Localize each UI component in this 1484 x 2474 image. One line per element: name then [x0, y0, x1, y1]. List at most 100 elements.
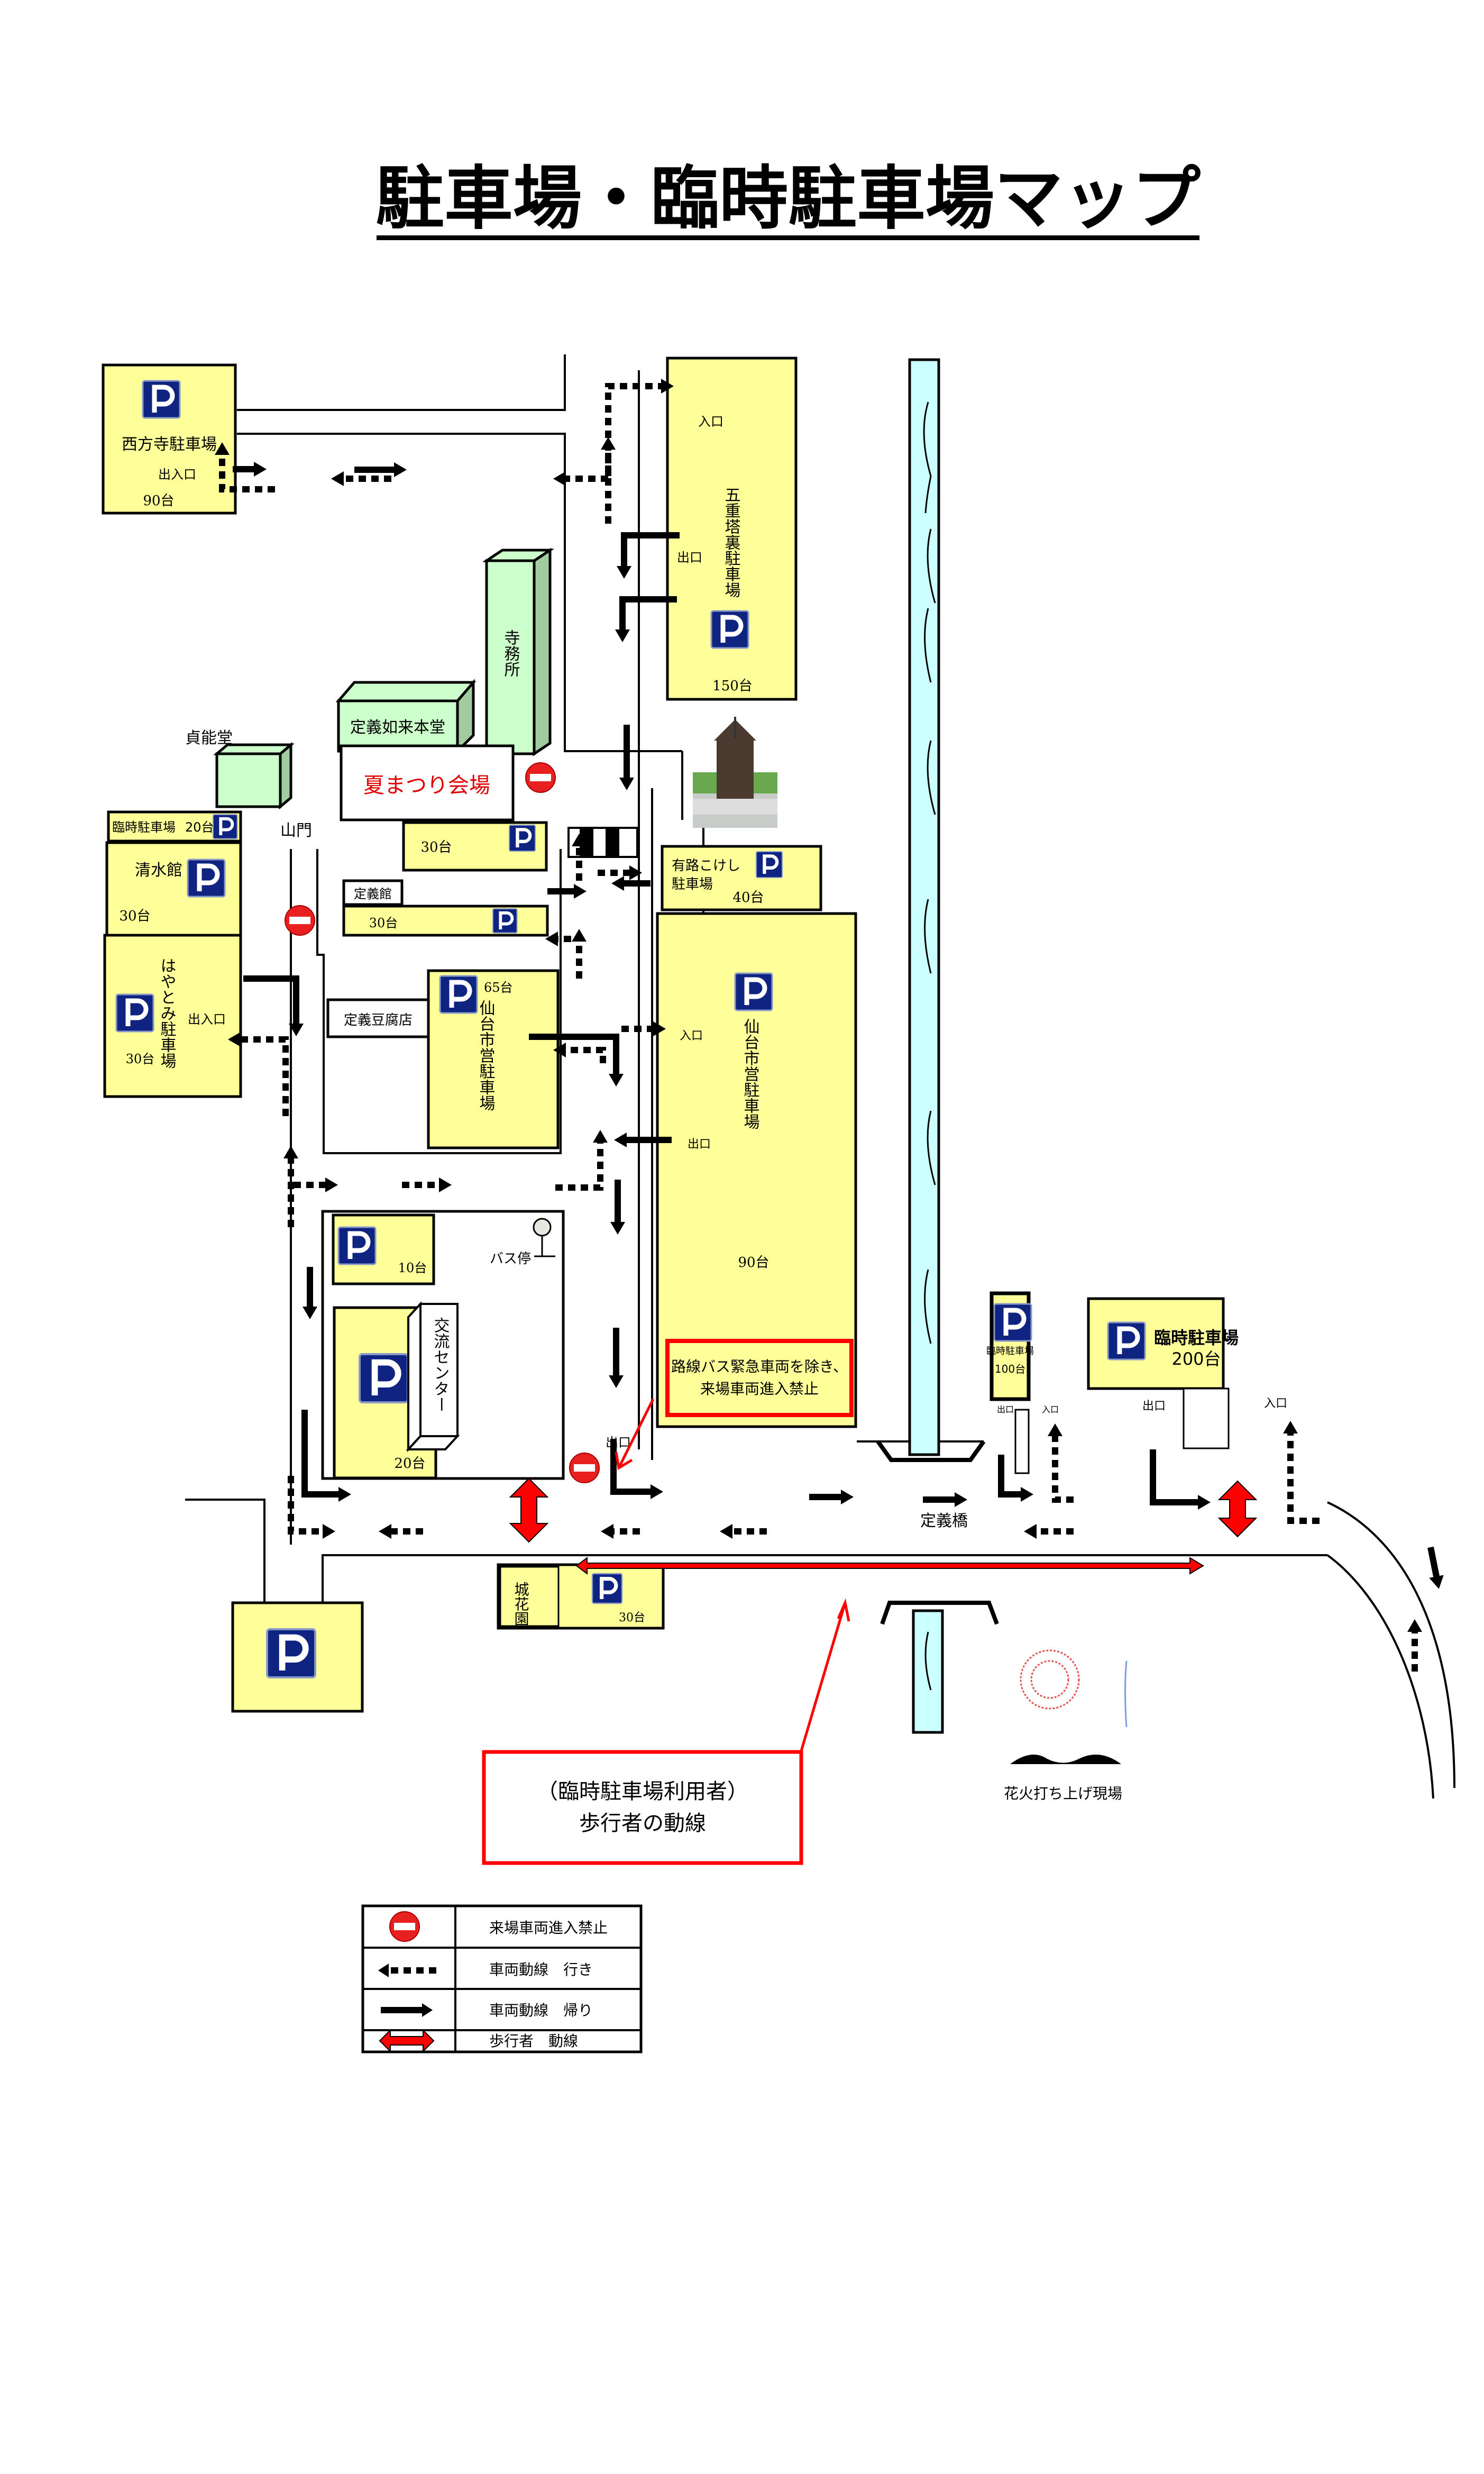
legend: 来場車両進入禁止 車両動線 行き 車両動線 帰り 歩行者 動線 — [361, 1904, 643, 2053]
exit-label: 出口 — [688, 1138, 711, 1151]
svg-text:定義如来本堂: 定義如来本堂 — [350, 718, 445, 737]
capacity-label: 20台 — [394, 1456, 425, 1472]
arrowhead — [331, 471, 344, 486]
arrowhead — [254, 462, 267, 477]
arrowhead — [545, 932, 558, 946]
arrowhead — [1021, 1487, 1033, 1502]
svg-text:寺務所: 寺務所 — [501, 629, 520, 677]
parking-sign-icon — [994, 1304, 1031, 1341]
entrance-label: 入口 — [698, 414, 723, 429]
lot-temp-200[interactable]: 臨時駐車場 200台 出口 入口 — [1087, 1297, 1287, 1449]
svg-text:定義豆腐店: 定義豆腐店 — [344, 1012, 413, 1028]
lot-shimizukan[interactable]: 清水館 30台 — [105, 841, 242, 939]
svg-text:花火打ち上げ現場: 花火打ち上げ現場 — [1004, 1785, 1122, 1802]
lot-name: 臨時駐車場 — [1154, 1328, 1239, 1348]
lot-name: 仙台市営駐車場 — [477, 1000, 496, 1111]
arrowhead — [553, 1043, 566, 1057]
svg-text:定義館: 定義館 — [354, 887, 392, 901]
capacity-label: 90台 — [143, 493, 174, 509]
exit-label: 出口 — [606, 1435, 631, 1450]
svg-text:車両動線 行き: 車両動線 行き — [489, 1961, 593, 1978]
arrowhead — [617, 566, 631, 579]
exit-label: 出口 — [997, 1404, 1014, 1414]
arrowhead — [615, 629, 630, 642]
no-entry-icon — [569, 1453, 600, 1483]
exit-label: 出口 — [677, 550, 702, 565]
arrowhead — [215, 442, 230, 455]
parking-sign-icon — [267, 1629, 315, 1677]
svg-text:駐車場: 駐車場 — [672, 877, 713, 892]
lot-temp-100[interactable]: 臨時駐車場 100台 出口 入口 — [986, 1291, 1059, 1474]
arrowhead — [1429, 1575, 1444, 1589]
arrowhead — [1024, 1524, 1037, 1539]
vehicle-flow-back — [233, 462, 1444, 1589]
river — [876, 358, 999, 1734]
capacity-label: 30台 — [126, 1052, 155, 1066]
parking-sign-icon — [360, 1354, 408, 1402]
lot-arijikokeshi[interactable]: 有路こけし 駐車場 40台 — [661, 845, 822, 911]
lot-hayatomi[interactable]: はやとみ駐車場 出入口 30台 — [103, 934, 242, 1098]
svg-text:交流センター: 交流センター — [431, 1317, 450, 1412]
lot-bottom-left[interactable] — [231, 1601, 364, 1713]
capacity-label: 30台 — [119, 908, 150, 924]
building-hondo: 定義如来本堂 — [335, 679, 477, 755]
lot-name: 五重塔裏駐車場 — [722, 487, 740, 598]
lot-name: 仙台市営駐車場 — [741, 1018, 760, 1129]
svg-text:歩行者の動線: 歩行者の動線 — [579, 1811, 706, 1836]
lot-name: 西方寺駐車場 — [122, 435, 217, 454]
svg-text:路線バス緊急車両を除き、: 路線バス緊急車両を除き、 — [671, 1358, 848, 1375]
lot-sendai-city-65[interactable]: 65台 仙台市営駐車場 — [427, 969, 560, 1149]
parking-sign-icon — [143, 381, 180, 418]
entrance-label: 出入口 — [158, 467, 196, 482]
exit-label: 出口 — [1142, 1400, 1166, 1413]
svg-text:歩行者 動線: 歩行者 動線 — [489, 2032, 578, 2050]
page-title: 駐車場・臨時駐車場マップ — [375, 158, 1201, 239]
lot-gojuto-ura[interactable]: 入口 出口 五重塔裏駐車場 150台 — [666, 357, 798, 701]
arrowhead — [651, 1484, 663, 1499]
no-entry-notice — [665, 1339, 854, 1417]
red-double-arrow-icon — [379, 2029, 435, 2053]
parking-sign-icon — [735, 973, 772, 1010]
arrowhead — [609, 1375, 624, 1388]
jogikan: 定義館 — [342, 879, 404, 906]
arrowhead — [325, 1177, 338, 1192]
natsumatsuri-venue: 夏まつり会場 — [340, 744, 556, 821]
arrowhead — [609, 1074, 624, 1087]
lot-name: 清水館 — [135, 861, 182, 880]
parking-sign-icon — [116, 994, 153, 1031]
arrowhead — [619, 778, 634, 790]
svg-text:夏まつり会場: 夏まつり会場 — [363, 773, 490, 798]
building-koryu-center: 交流センター — [406, 1301, 460, 1453]
fireworks: 花火打ち上げ現場 — [1004, 1649, 1128, 1802]
lot-name: 有路こけし — [672, 858, 740, 874]
lot-name: 臨時駐車場 — [112, 820, 176, 835]
arrowhead — [593, 1130, 608, 1143]
legend-row: 来場車両進入禁止 — [389, 1911, 608, 1942]
lot-30-north[interactable]: 30台 — [402, 821, 548, 872]
parking-sign-icon — [338, 1227, 375, 1264]
lot-saihoji[interactable]: 西方寺駐車場 出入口 90台 — [102, 363, 237, 515]
parking-sign-icon — [213, 815, 237, 839]
entrance-label: 出入口 — [188, 1012, 226, 1027]
lot-temp-20[interactable]: 臨時駐車場 20台 — [107, 810, 242, 843]
svg-text:貞能堂: 貞能堂 — [185, 729, 233, 747]
svg-text:車両動線 帰り: 車両動線 帰り — [489, 2002, 593, 2019]
lot-koryu-10[interactable]: 10台 — [332, 1213, 435, 1285]
bus-stop: バス停 — [490, 1218, 555, 1267]
pagoda-photo — [693, 717, 777, 828]
svg-text:バス停: バス停 — [490, 1251, 531, 1267]
arrowhead — [574, 884, 587, 899]
parking-sign-icon — [711, 611, 748, 648]
arrowhead — [629, 865, 642, 880]
lot-johanen[interactable]: 城花園 30台 — [497, 1563, 665, 1630]
entrance-label: 入口 — [1264, 1397, 1287, 1410]
lot-sendai-city-90[interactable]: 入口 出口 仙台市営駐車場 90台 路線バス緊急車両を除き、 来場車両進入禁止 — [656, 912, 857, 1428]
vehicle-flow-go — [215, 379, 1422, 1672]
svg-text:来場車両進入禁止: 来場車両進入禁止 — [489, 1919, 608, 1937]
pedestrian-flow — [509, 1398, 1258, 1751]
capacity-label: 30台 — [369, 916, 398, 930]
lot-name: はやとみ駐車場 — [158, 957, 176, 1069]
lot-jogikan[interactable]: 30台 — [342, 905, 549, 937]
svg-text:（臨時駐車場利用者）: （臨時駐車場利用者） — [537, 1779, 748, 1804]
arrowhead — [1407, 1619, 1422, 1632]
